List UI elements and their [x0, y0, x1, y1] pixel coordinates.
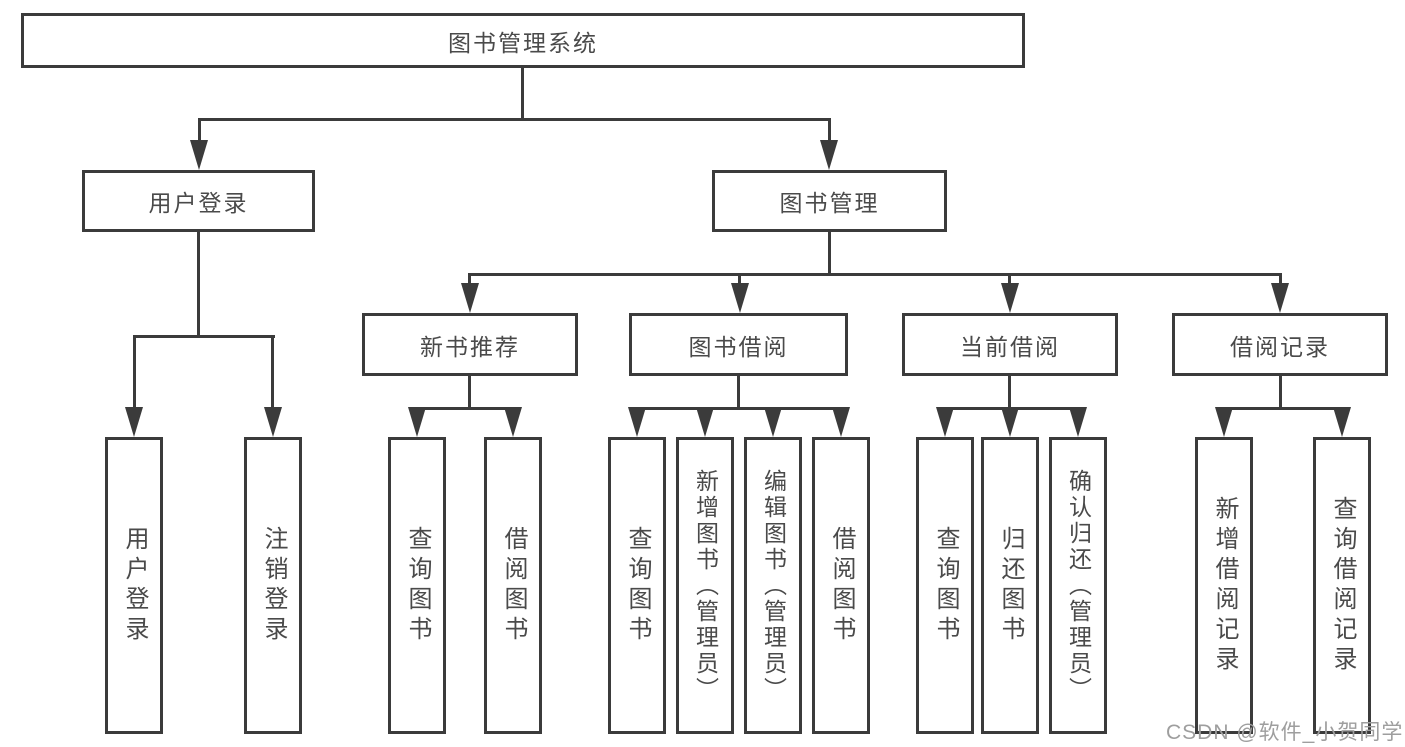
arrow-down-icon — [731, 283, 749, 313]
connector-root-rail — [198, 118, 831, 121]
arrow-down-icon — [696, 407, 714, 437]
connector-book-mgmt-stem — [828, 118, 831, 142]
node-query-books-borrow-label: 查询图书 — [624, 525, 651, 646]
node-borrow-records-label: 借阅记录 — [1230, 333, 1330, 360]
node-add-books-admin: 新增图书（管理员） — [676, 437, 734, 734]
node-confirm-return-admin-label: 确认归还（管理员） — [1065, 468, 1092, 703]
node-borrow-records: 借阅记录 — [1172, 313, 1388, 376]
arrow-down-icon — [764, 407, 782, 437]
node-add-borrow-record-label: 新增借阅记录 — [1211, 495, 1238, 676]
arrow-down-icon — [1215, 407, 1233, 437]
node-borrow-books-recommend-label: 借阅图书 — [500, 525, 527, 646]
node-add-borrow-record: 新增借阅记录 — [1195, 437, 1253, 734]
arrow-down-icon — [1333, 407, 1351, 437]
connector-borrow-down — [737, 376, 740, 407]
node-add-books-admin-label: 新增图书（管理员） — [692, 468, 719, 703]
watermark-csdn: CSDN @软件_小贺同学 — [1166, 721, 1404, 744]
node-book-borrow: 图书借阅 — [629, 313, 848, 376]
arrow-down-icon — [190, 140, 208, 170]
node-query-borrow-record: 查询借阅记录 — [1313, 437, 1371, 734]
arrow-down-icon — [264, 407, 282, 437]
arrow-down-icon — [1069, 407, 1087, 437]
connector-borrow-stem — [738, 273, 741, 284]
node-user-login-action-label: 用户登录 — [121, 525, 148, 646]
arrow-down-icon — [504, 407, 522, 437]
connector-user-login-stem — [198, 118, 201, 142]
node-new-book-recommend-label: 新书推荐 — [420, 333, 520, 360]
arrow-down-icon — [936, 407, 954, 437]
node-borrow-books-label: 借阅图书 — [828, 525, 855, 646]
connector-current-down — [1008, 376, 1011, 407]
node-query-books-current-label: 查询图书 — [932, 525, 959, 646]
connector-user-stem — [197, 232, 200, 335]
node-query-books-borrow: 查询图书 — [608, 437, 666, 734]
connector-recommend-rail — [416, 407, 515, 410]
node-confirm-return-admin: 确认归还（管理员） — [1049, 437, 1107, 734]
connector-recommend-stem — [468, 273, 471, 284]
arrow-down-icon — [408, 407, 426, 437]
arrow-down-icon — [820, 140, 838, 170]
node-query-books-recommend: 查询图书 — [388, 437, 446, 734]
connector-records-stem — [1279, 273, 1282, 284]
node-borrow-books: 借阅图书 — [812, 437, 870, 734]
node-edit-books-admin: 编辑图书（管理员） — [744, 437, 802, 734]
node-return-books-label: 归还图书 — [997, 525, 1024, 646]
node-query-borrow-record-label: 查询借阅记录 — [1329, 495, 1356, 676]
arrow-down-icon — [1001, 407, 1019, 437]
connector-current-stem — [1008, 273, 1011, 284]
node-root: 图书管理系统 — [21, 13, 1025, 68]
connector-mgmt-rail — [468, 273, 1282, 276]
node-logout: 注销登录 — [244, 437, 302, 734]
node-book-management-label: 图书管理 — [779, 190, 880, 216]
connector-recommend-down — [468, 376, 471, 407]
connector-records-rail — [1223, 407, 1344, 410]
connector-user-leaf1-stem — [133, 335, 136, 408]
node-return-books: 归还图书 — [981, 437, 1039, 734]
connector-user-leaf2-stem — [271, 335, 274, 408]
connector-mgmt-stem — [828, 232, 831, 273]
node-current-borrow: 当前借阅 — [902, 313, 1118, 376]
node-user-login-label: 用户登录 — [148, 190, 249, 216]
node-current-borrow-label: 当前借阅 — [960, 333, 1060, 360]
connector-records-down — [1279, 376, 1282, 407]
connector-user-rail — [133, 335, 275, 338]
arrow-down-icon — [1001, 283, 1019, 313]
node-edit-books-admin-label: 编辑图书（管理员） — [760, 468, 787, 703]
node-borrow-books-recommend: 借阅图书 — [484, 437, 542, 734]
node-root-label: 图书管理系统 — [448, 29, 598, 56]
connector-root-stem — [521, 68, 524, 118]
node-query-books-recommend-label: 查询图书 — [404, 525, 431, 646]
node-user-login: 用户登录 — [82, 170, 315, 232]
arrow-down-icon — [1271, 283, 1289, 313]
arrow-down-icon — [125, 407, 143, 437]
arrow-down-icon — [832, 407, 850, 437]
arrow-down-icon — [628, 407, 646, 437]
node-new-book-recommend: 新书推荐 — [362, 313, 578, 376]
node-user-login-action: 用户登录 — [105, 437, 163, 734]
node-book-borrow-label: 图书借阅 — [688, 333, 789, 360]
node-book-management: 图书管理 — [712, 170, 947, 232]
node-query-books-current: 查询图书 — [916, 437, 974, 734]
arrow-down-icon — [461, 283, 479, 313]
node-logout-label: 注销登录 — [260, 525, 287, 646]
connector-borrow-rail — [636, 407, 843, 410]
